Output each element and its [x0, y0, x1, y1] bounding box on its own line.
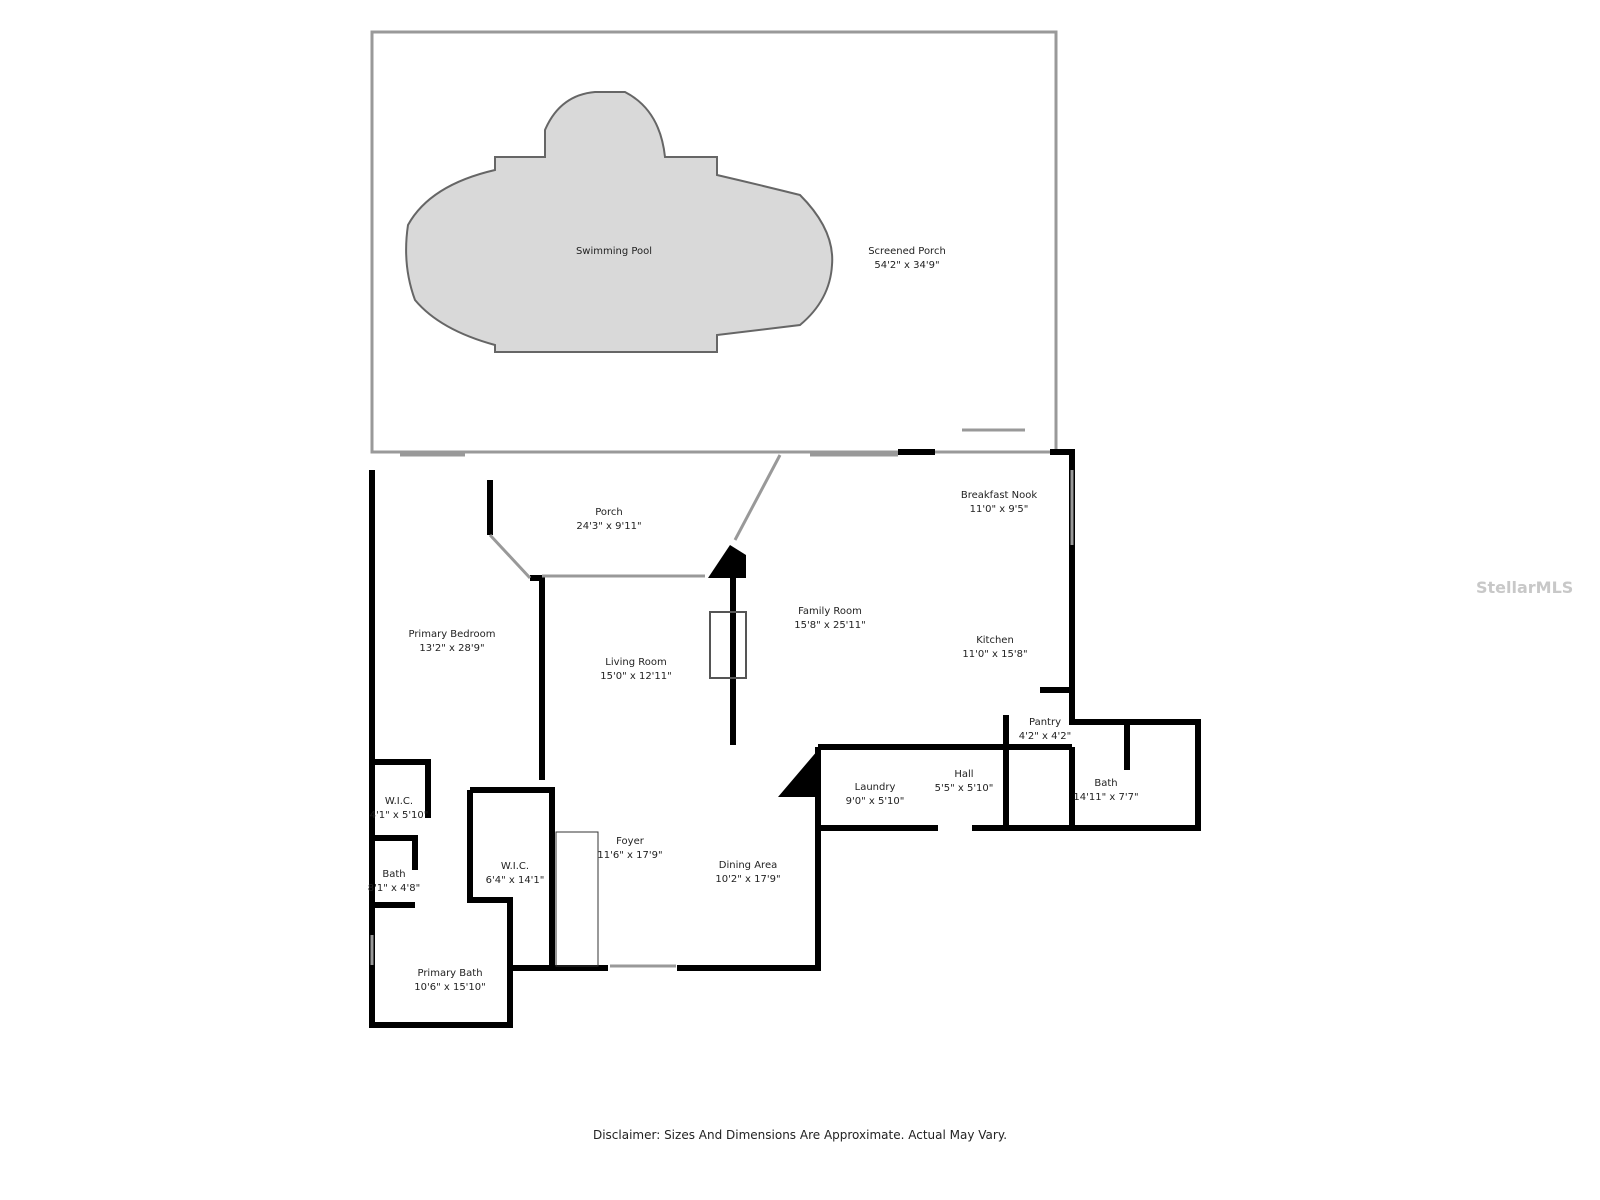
watermark: StellarMLS	[1476, 578, 1574, 597]
staircase	[555, 831, 599, 967]
room-size: 9'0" x 5'10"	[845, 796, 905, 807]
room-label: Porch 24'3" x 9'11"	[576, 506, 641, 534]
room-label: Dining Area 10'2" x 17'9"	[715, 859, 780, 887]
disclaimer: Disclaimer: Sizes And Dimensions Are App…	[592, 1128, 1008, 1142]
room-name: Screened Porch	[868, 246, 946, 257]
room-label: Screened Porch 54'2" x 34'9"	[868, 245, 946, 273]
room-size: 11'0" x 15'8"	[962, 649, 1028, 660]
room-size: 4'2" x 4'2"	[1018, 731, 1072, 742]
screened-porch-outline	[370, 30, 1058, 454]
room-name: Breakfast Nook	[960, 490, 1038, 501]
windows	[370, 428, 1074, 968]
room-label: Primary Bedroom 13'2" x 28'9"	[408, 628, 495, 656]
room-label: W.I.C. 4'1" x 5'10"	[370, 795, 429, 823]
room-label: Foyer 11'6" x 17'9"	[597, 835, 662, 863]
room-label: Laundry 9'0" x 5'10"	[846, 781, 905, 809]
room-name: W.I.C.	[500, 861, 530, 872]
room-name: Family Room	[798, 606, 862, 617]
room-name: Kitchen	[976, 635, 1014, 646]
fireplace	[709, 611, 747, 679]
room-label: Swimming Pool	[576, 245, 652, 259]
room-label: Bath 14'11" x 7'7"	[1073, 777, 1138, 805]
room-size: 24'3" x 9'11"	[576, 521, 642, 532]
room-name: Hall	[954, 769, 974, 780]
room-name: W.I.C.	[384, 796, 414, 807]
room-name: Pantry	[1028, 717, 1061, 728]
room-name: Primary Bedroom	[408, 629, 496, 640]
room-label: Bath 8'1" x 4'8"	[368, 868, 420, 896]
room-size: 6'4" x 14'1"	[485, 875, 545, 886]
room-label: Hall 5'5" x 5'10"	[935, 768, 994, 796]
room-size: 10'6" x 15'10"	[414, 982, 486, 993]
room-size: 15'0" x 12'11"	[600, 671, 672, 682]
room-name: Primary Bath	[417, 968, 483, 979]
room-label: Living Room 15'0" x 12'11"	[600, 656, 672, 684]
room-name: Porch	[595, 507, 623, 518]
room-name: Living Room	[605, 657, 667, 668]
room-label: Primary Bath 10'6" x 15'10"	[414, 967, 486, 995]
room-label: Family Room 15'8" x 25'11"	[794, 605, 866, 633]
swimming-pool	[405, 91, 834, 353]
room-label: Kitchen 11'0" x 15'8"	[962, 634, 1027, 662]
exterior-walls	[369, 449, 1201, 1028]
room-size: 11'6" x 17'9"	[597, 850, 663, 861]
room-name: Swimming Pool	[575, 246, 653, 257]
room-label: Breakfast Nook 11'0" x 9'5"	[961, 489, 1037, 517]
room-size: 5'5" x 5'10"	[934, 783, 994, 794]
room-name: Bath	[1094, 778, 1118, 789]
room-size: 13'2" x 28'9"	[419, 643, 485, 654]
wall-corner	[778, 750, 818, 797]
room-name: Dining Area	[718, 860, 778, 871]
room-size: 14'11" x 7'7"	[1073, 792, 1139, 803]
room-size: 4'1" x 5'10"	[369, 810, 429, 821]
room-size: 15'8" x 25'11"	[794, 620, 866, 631]
room-size: 54'2" x 34'9"	[874, 260, 940, 271]
fireplace-corner	[708, 545, 746, 578]
room-size: 11'0" x 9'5"	[969, 504, 1029, 515]
room-label: W.I.C. 6'4" x 14'1"	[486, 860, 545, 888]
room-name: Laundry	[854, 782, 896, 793]
room-name: Bath	[382, 869, 406, 880]
room-name: Foyer	[616, 836, 644, 847]
room-size: 10'2" x 17'9"	[715, 874, 781, 885]
room-size: 8'1" x 4'8"	[367, 883, 421, 894]
room-label: Pantry 4'2" x 4'2"	[1019, 716, 1071, 744]
